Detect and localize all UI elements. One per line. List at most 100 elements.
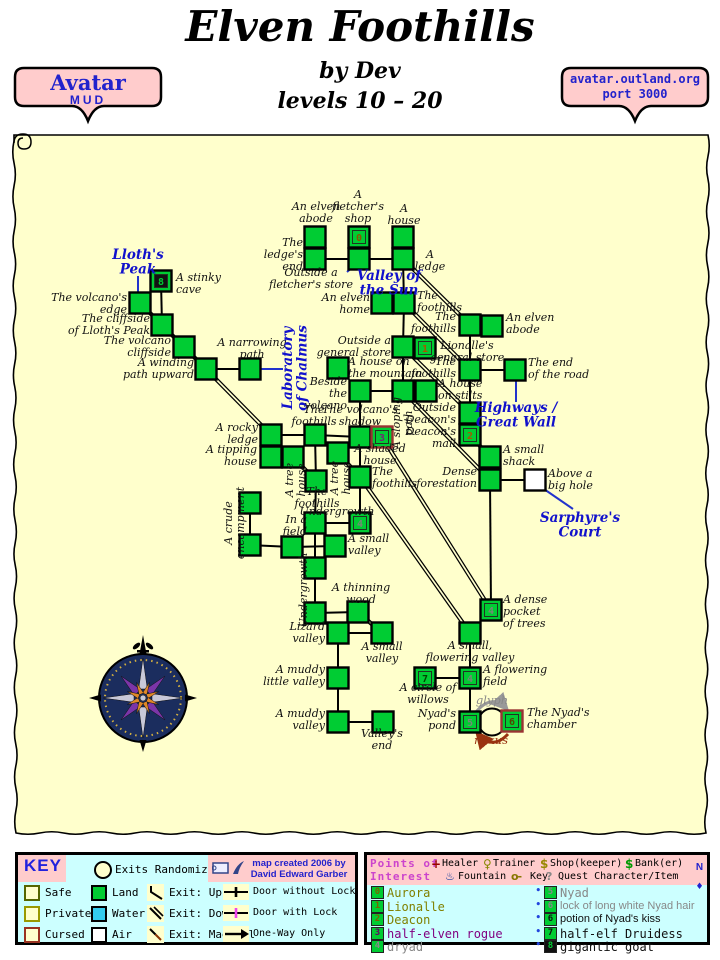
badge-server-host: avatar.outland.org <box>569 72 701 86</box>
map-credit: map created 2006 by David Edward Garber <box>250 858 348 880</box>
room-label: An elven <box>505 311 554 324</box>
svg-text:Undergrowth: Undergrowth <box>297 552 310 627</box>
room-marker <box>505 714 519 728</box>
room-label: general store <box>430 351 505 364</box>
room <box>391 247 415 271</box>
poi-marker-5: 5 <box>544 886 557 899</box>
room-label: house <box>224 455 257 468</box>
poi-marker-2: 2 <box>371 913 384 926</box>
room-label: The volcano's <box>322 403 398 416</box>
room-marker-number: 4 <box>467 674 473 685</box>
room-label: A flowering <box>482 663 547 676</box>
area-label: Sarphyre's <box>540 510 621 526</box>
room-label: A small <box>502 443 545 456</box>
room-label: of trees <box>503 617 546 630</box>
svg-text:of Chalmus: of Chalmus <box>294 325 310 411</box>
room-label: The cliffside <box>82 312 151 325</box>
room-label: valley <box>292 632 325 645</box>
poi-entry: potion of Nyad's kiss <box>560 913 661 925</box>
room-label: A house on <box>347 355 410 368</box>
badge-avatar: Avatar <box>50 70 126 95</box>
area-label: Valley of <box>357 268 423 284</box>
poi-icon-label: Shop(keeper) <box>550 858 623 869</box>
room-label: foothills <box>410 367 456 380</box>
room-label: foothills <box>290 415 336 428</box>
room-label: Undergrowth <box>297 552 310 627</box>
room <box>523 468 547 492</box>
room-type-swatch <box>91 927 107 943</box>
room-label: A house <box>437 377 483 390</box>
corner-curl <box>13 133 32 150</box>
room-label: The <box>372 465 393 478</box>
room-label: The <box>435 355 456 368</box>
room-label: Lizard <box>289 620 325 633</box>
room <box>391 379 415 403</box>
room-label: Undergrowth <box>299 505 374 518</box>
room <box>458 358 482 382</box>
room-label: pond <box>428 719 456 732</box>
room-label: end <box>372 739 393 752</box>
key-header-bg <box>18 855 66 882</box>
room-marker-number: 7 <box>422 674 428 685</box>
room-label: ledge <box>227 433 258 446</box>
room-label: A small <box>347 532 390 545</box>
svg-text:Laboratory: Laboratory <box>280 325 296 410</box>
room <box>480 314 504 338</box>
room-label: The <box>307 485 328 498</box>
room-label: foothills <box>371 477 417 490</box>
room-label: field <box>482 675 507 688</box>
map-edge <box>402 390 491 481</box>
room-label: of the road <box>528 368 589 381</box>
poi-bullet: • <box>535 884 542 897</box>
room-marker <box>353 516 367 530</box>
room-label: Outside <box>413 401 457 414</box>
room <box>326 666 350 690</box>
room <box>371 710 395 734</box>
room-label: path upward <box>123 368 194 381</box>
room-label: foothills <box>410 322 456 335</box>
room-marker <box>463 428 477 442</box>
room <box>259 445 283 469</box>
room-label: An elven <box>291 200 340 213</box>
poi-entry: gigantic goat <box>560 940 654 954</box>
room-label: shop <box>345 212 371 225</box>
room-label: A stinky <box>175 271 222 284</box>
room-type-swatch <box>91 906 107 922</box>
room-type-swatch <box>24 927 40 943</box>
room-label: cliffside <box>127 346 171 359</box>
room <box>346 600 370 624</box>
room-label: A small <box>360 640 403 653</box>
room-type-label: Safe <box>45 886 72 899</box>
room-label: A <box>399 202 408 215</box>
room-type-label: Water <box>112 907 146 920</box>
room-marker <box>418 671 432 685</box>
exits-randomized-label: Exits Randomized <box>115 863 221 876</box>
north-indicator: N♦ <box>692 855 707 892</box>
room <box>238 357 262 381</box>
room-label: ledge <box>415 260 446 273</box>
exit-up-label: Exit: Up <box>169 886 222 899</box>
room <box>304 469 328 493</box>
poi-bullet: • <box>535 897 542 911</box>
room-label: Beside <box>309 375 348 388</box>
area-label: Court <box>559 525 603 541</box>
area-label: Great Wall <box>476 415 556 431</box>
room-marker <box>352 230 366 244</box>
poi-header-bg <box>367 855 707 885</box>
poi-bullet: • <box>535 924 542 938</box>
svg-text:A tree: A tree <box>283 462 296 498</box>
north-fleur-icon <box>139 635 147 654</box>
room-marker-number: 8 <box>158 277 164 288</box>
room-label: ledge's <box>264 248 304 261</box>
room <box>458 313 482 337</box>
room-label: willows <box>407 693 449 706</box>
room-label: The Nyad's <box>527 706 590 719</box>
poi-icon-label: Fountain <box>458 871 507 882</box>
room-label: shadow <box>339 415 382 428</box>
poi-marker-6: 6 <box>544 913 557 926</box>
room-label: Outside a <box>338 334 391 347</box>
svg-text:house: house <box>340 461 353 494</box>
